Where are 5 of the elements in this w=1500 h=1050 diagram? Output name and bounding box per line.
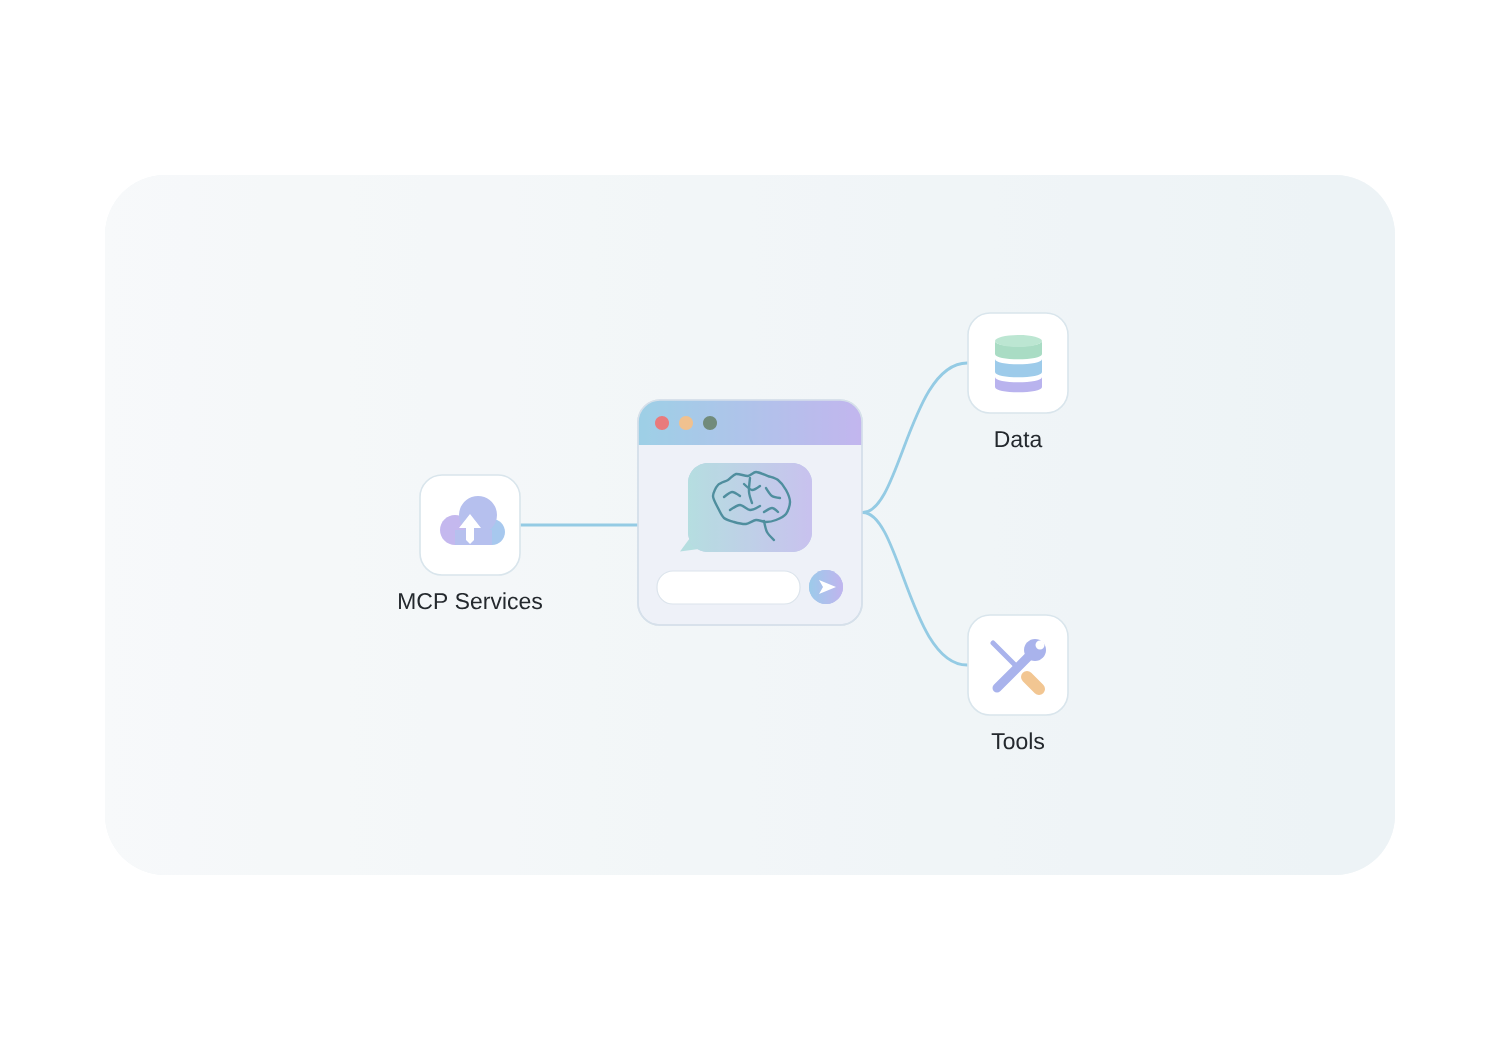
node-label: MCP Services bbox=[399, 592, 542, 610]
connector bbox=[862, 511, 968, 667]
connector bbox=[520, 523, 638, 527]
node-label: Tools bbox=[991, 732, 1045, 750]
node-label: Data bbox=[995, 431, 1043, 448]
